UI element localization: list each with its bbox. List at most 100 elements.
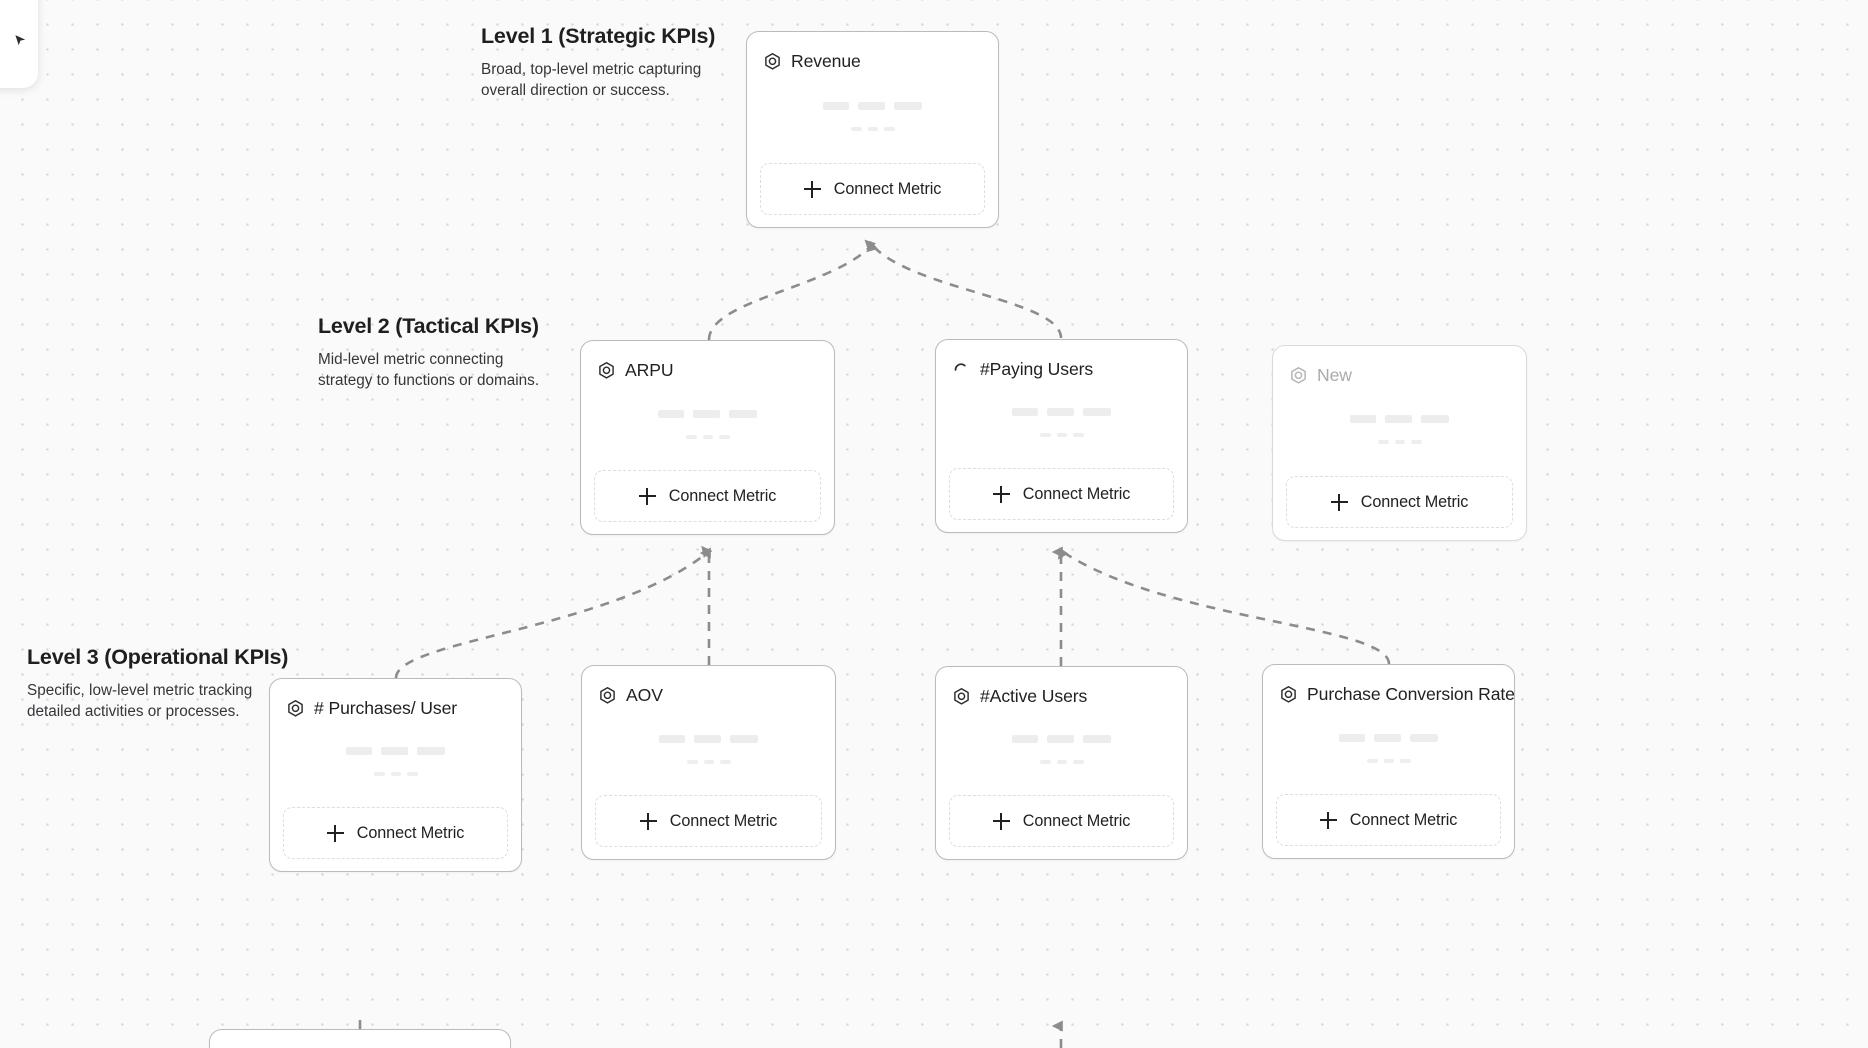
hexagon-metric-icon	[598, 686, 617, 705]
skeleton-tick	[883, 126, 895, 131]
level-3-label-group: Level 3 (Operational KPIs) Specific, low…	[27, 645, 288, 723]
connect-metric-button[interactable]: Connect Metric	[283, 807, 508, 859]
level-2-title: Level 2 (Tactical KPIs)	[318, 314, 539, 338]
skeleton-bar	[1410, 733, 1438, 742]
card-header: #Active Users	[949, 680, 1174, 710]
level-1-title: Level 1 (Strategic KPIs)	[481, 24, 716, 48]
level-3-title: Level 3 (Operational KPIs)	[27, 645, 289, 669]
skeleton-bar	[693, 409, 720, 418]
skeleton-bar	[823, 101, 849, 110]
skeleton-bar	[1421, 415, 1449, 423]
skeleton-bar	[1374, 733, 1401, 742]
hexagon-metric-icon	[286, 699, 305, 718]
skeleton-tick	[703, 759, 714, 764]
skeleton-tick	[702, 434, 713, 439]
card-placeholder-body	[949, 383, 1174, 468]
skeleton-tick	[850, 126, 862, 131]
skeleton-tick	[1072, 433, 1084, 437]
skeleton-bar	[1083, 735, 1111, 743]
skeleton-row-primary	[658, 409, 757, 418]
card-placeholder-body	[594, 384, 821, 470]
card-offscreen-bottom[interactable]: Connect Metric	[209, 1029, 511, 1048]
connect-metric-button[interactable]: Connect Metric	[1276, 794, 1501, 846]
connect-metric-label: Connect Metric	[1022, 811, 1131, 830]
skeleton-tick	[1366, 758, 1378, 763]
plus-icon	[1319, 811, 1337, 829]
skeleton-tick	[718, 434, 730, 439]
skeleton-bar	[729, 409, 757, 418]
card-title: New	[1317, 365, 1352, 385]
skeleton-tick	[1383, 758, 1394, 763]
skeleton-tick	[1394, 440, 1405, 444]
skeleton-row-primary	[659, 734, 758, 743]
skeleton-row-secondary	[1377, 440, 1422, 444]
skeleton-bar	[1012, 408, 1038, 416]
connect-metric-label: Connect Metric	[1349, 810, 1458, 829]
hexagon-metric-icon	[1279, 685, 1298, 704]
skeleton-tick	[1056, 433, 1067, 437]
skeleton-tick	[373, 772, 385, 776]
skeleton-row-primary	[346, 747, 445, 755]
connect-metric-label: Connect Metric	[1360, 492, 1469, 511]
skeleton-row-primary	[823, 101, 922, 110]
connect-metric-button[interactable]: Connect Metric	[595, 795, 822, 847]
skeleton-tick	[1056, 760, 1067, 764]
skeleton-row-secondary	[1039, 433, 1084, 437]
skeleton-bar	[1339, 733, 1365, 742]
floating-toolbar-panel[interactable]	[0, 0, 38, 88]
connect-metric-label: Connect Metric	[668, 486, 777, 505]
connect-metric-button[interactable]: Connect Metric	[1286, 476, 1513, 528]
hexagon-metric-icon	[952, 687, 971, 706]
skeleton-bar	[381, 747, 408, 755]
card-placeholder-body	[760, 75, 985, 163]
connect-metric-button[interactable]: Connect Metric	[594, 470, 821, 522]
connect-metric-label: Connect Metric	[1022, 484, 1131, 503]
card-title: #Paying Users	[980, 359, 1094, 379]
skeleton-tick	[1399, 758, 1411, 763]
card-header	[223, 1043, 497, 1048]
level-3-description: Specific, low-level metric tracking deta…	[27, 682, 253, 720]
skeleton-row-secondary	[685, 434, 730, 439]
plus-icon	[992, 485, 1010, 503]
skeleton-row-primary	[1012, 408, 1111, 416]
skeleton-bar	[1385, 415, 1412, 423]
hexagon-metric-icon	[597, 361, 616, 380]
card-placeholder-body	[595, 709, 822, 795]
skeleton-bar	[1083, 408, 1111, 416]
edge-conversion-to-paying-users	[1057, 547, 1391, 665]
connect-metric-label: Connect Metric	[669, 811, 778, 830]
connect-metric-button[interactable]: Connect Metric	[949, 468, 1174, 520]
level-2-label-group: Level 2 (Tactical KPIs) Mid-level metric…	[318, 314, 539, 392]
card-aov[interactable]: AOV Connect Metric	[581, 665, 836, 860]
hexagon-metric-icon	[1289, 366, 1308, 385]
skeleton-row-secondary	[686, 759, 731, 764]
skeleton-bar	[1047, 408, 1074, 416]
card-title: Purchase Conversion Rate	[1307, 684, 1515, 704]
card-placeholder-body	[1286, 389, 1513, 476]
skeleton-bar	[659, 734, 685, 743]
skeleton-tick	[686, 759, 698, 764]
skeleton-bar	[417, 747, 445, 755]
skeleton-bar	[1047, 735, 1074, 743]
skeleton-tick	[1039, 760, 1051, 764]
skeleton-bar	[730, 734, 758, 743]
cursor-arrow-icon	[14, 34, 27, 47]
skeleton-tick	[406, 772, 418, 776]
skeleton-tick	[1410, 440, 1422, 444]
card-header: Purchase Conversion Rate	[1276, 678, 1514, 708]
plus-icon	[992, 812, 1010, 830]
connect-metric-button[interactable]: Connect Metric	[949, 795, 1174, 847]
skeleton-bar	[1350, 415, 1376, 423]
plus-icon	[1330, 493, 1348, 511]
hexagon-metric-icon	[763, 52, 782, 71]
connect-metric-button[interactable]: Connect Metric	[760, 163, 985, 215]
card-title: AOV	[626, 685, 663, 705]
